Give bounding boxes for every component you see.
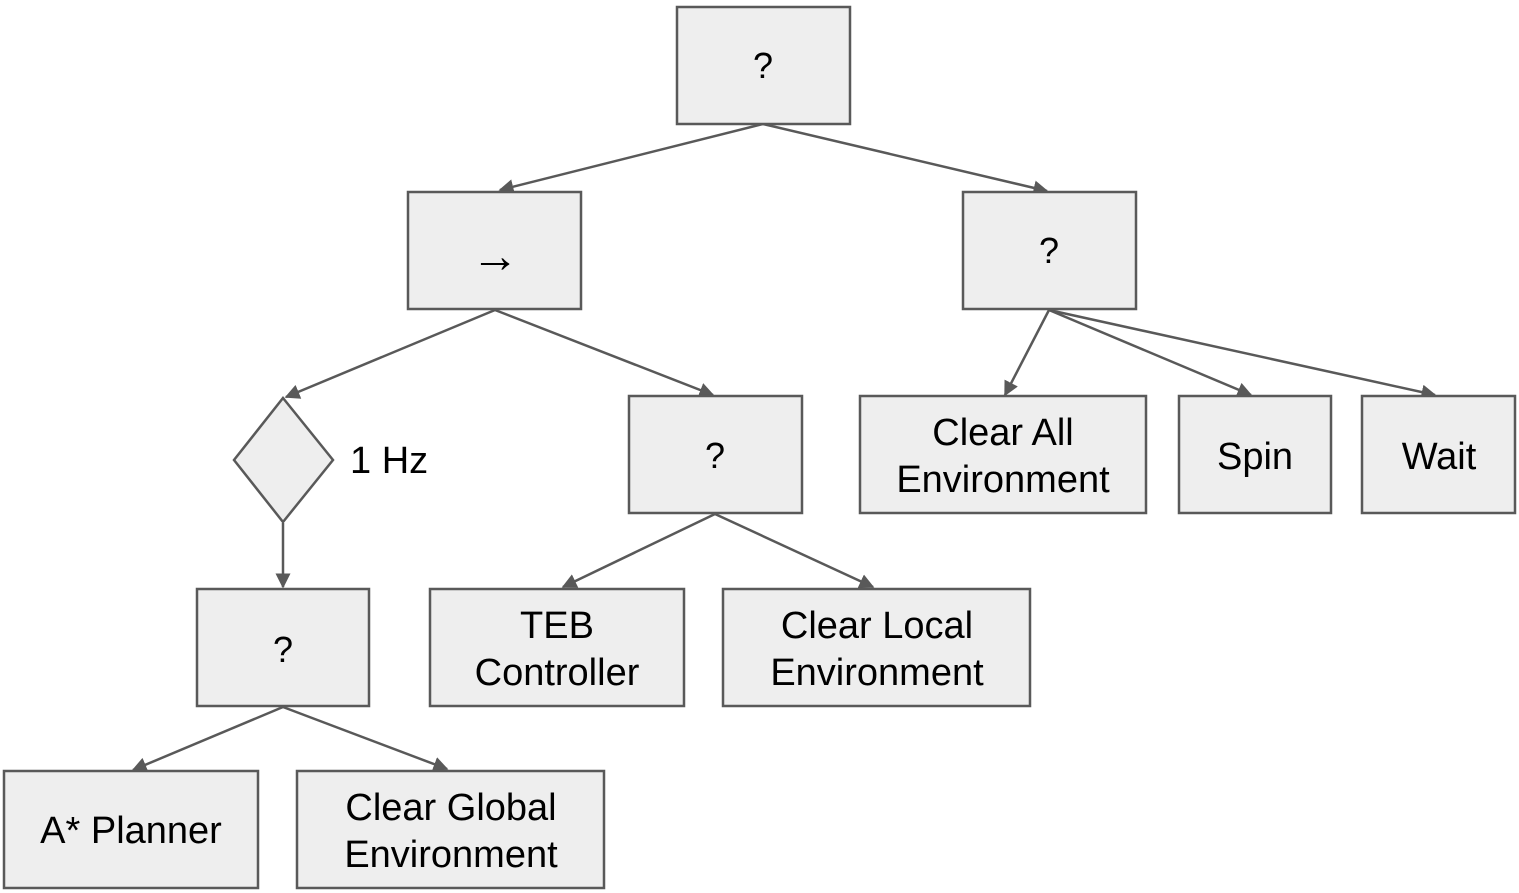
teb-controller-label-line2: Controller	[475, 652, 640, 694]
edge-right-fallback-to-clear-all	[1003, 309, 1051, 397]
edge-sequence-to-decorator	[284, 308, 496, 399]
clear-local-environment-label-line1: Clear Local	[781, 605, 973, 647]
edge-local-fallback-to-teb	[561, 512, 716, 589]
clear-global-environment-label-line1: Clear Global	[345, 787, 556, 829]
rate-decorator-label: 1 Hz	[350, 440, 428, 482]
global-fallback-symbol: ?	[273, 629, 293, 670]
wait-node: Wait	[1360, 394, 1517, 515]
right-fallback-node: ?	[961, 190, 1138, 311]
astar-planner-node: A* Planner	[2, 769, 260, 890]
astar-planner-label: A* Planner	[40, 810, 222, 852]
rate-decorator-node	[232, 395, 335, 525]
global-fallback-node: ?	[195, 587, 371, 708]
clear-local-environment-label-line2: Environment	[770, 652, 984, 694]
local-fallback-symbol: ?	[705, 435, 725, 476]
teb-controller-node: TEB Controller	[428, 587, 686, 708]
edge-right-fallback-to-spin	[1048, 308, 1253, 397]
edge-root-to-right-fallback	[762, 122, 1049, 196]
spin-label: Spin	[1217, 436, 1293, 478]
teb-controller-label-line1: TEB	[520, 605, 594, 647]
local-fallback-node: ?	[627, 394, 804, 515]
wait-label: Wait	[1402, 436, 1477, 478]
clear-all-environment-node: Clear All Environment	[858, 394, 1148, 515]
edge-local-fallback-to-clear-local	[714, 512, 875, 589]
clear-all-environment-label-line1: Clear All	[932, 412, 1074, 454]
edge-global-fallback-to-clear-global	[282, 705, 449, 772]
edge-root-to-sequence	[498, 122, 764, 194]
right-fallback-symbol: ?	[1039, 230, 1059, 271]
root-fallback-symbol: ?	[753, 45, 773, 86]
edge-global-fallback-to-astar	[131, 705, 284, 772]
clear-global-environment-label-line2: Environment	[344, 834, 558, 876]
edge-sequence-to-local-fallback	[494, 308, 715, 398]
clear-global-environment-node: Clear Global Environment	[295, 769, 606, 890]
spin-node: Spin	[1177, 394, 1333, 515]
sequence-arrow-symbol: →	[471, 230, 519, 283]
root-fallback-node: ?	[675, 5, 852, 126]
clear-local-environment-node: Clear Local Environment	[721, 587, 1032, 708]
clear-all-environment-label-line2: Environment	[896, 459, 1110, 501]
edge-right-fallback-to-wait	[1048, 308, 1437, 400]
sequence-node: →	[406, 190, 583, 311]
